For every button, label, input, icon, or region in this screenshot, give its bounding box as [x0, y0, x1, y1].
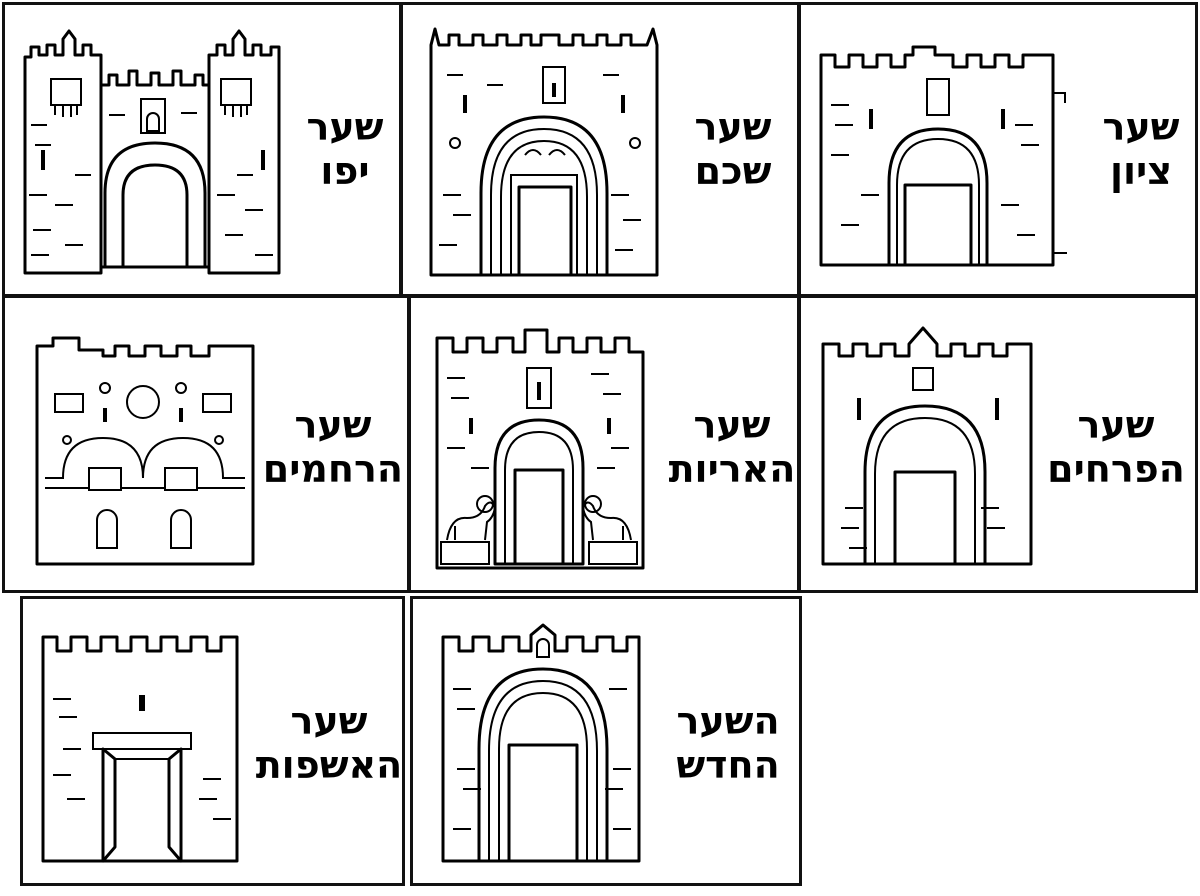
golden-gate-icon [35, 336, 255, 566]
dung-gate-icon [41, 635, 239, 863]
zion-gate-icon [819, 45, 1067, 267]
lions-gate-icon [435, 328, 645, 570]
herods-gate-icon [821, 326, 1033, 566]
jaffa-gate-icon [23, 29, 281, 275]
new-gate-icon [441, 623, 641, 863]
damascus-gate-icon [429, 27, 659, 277]
